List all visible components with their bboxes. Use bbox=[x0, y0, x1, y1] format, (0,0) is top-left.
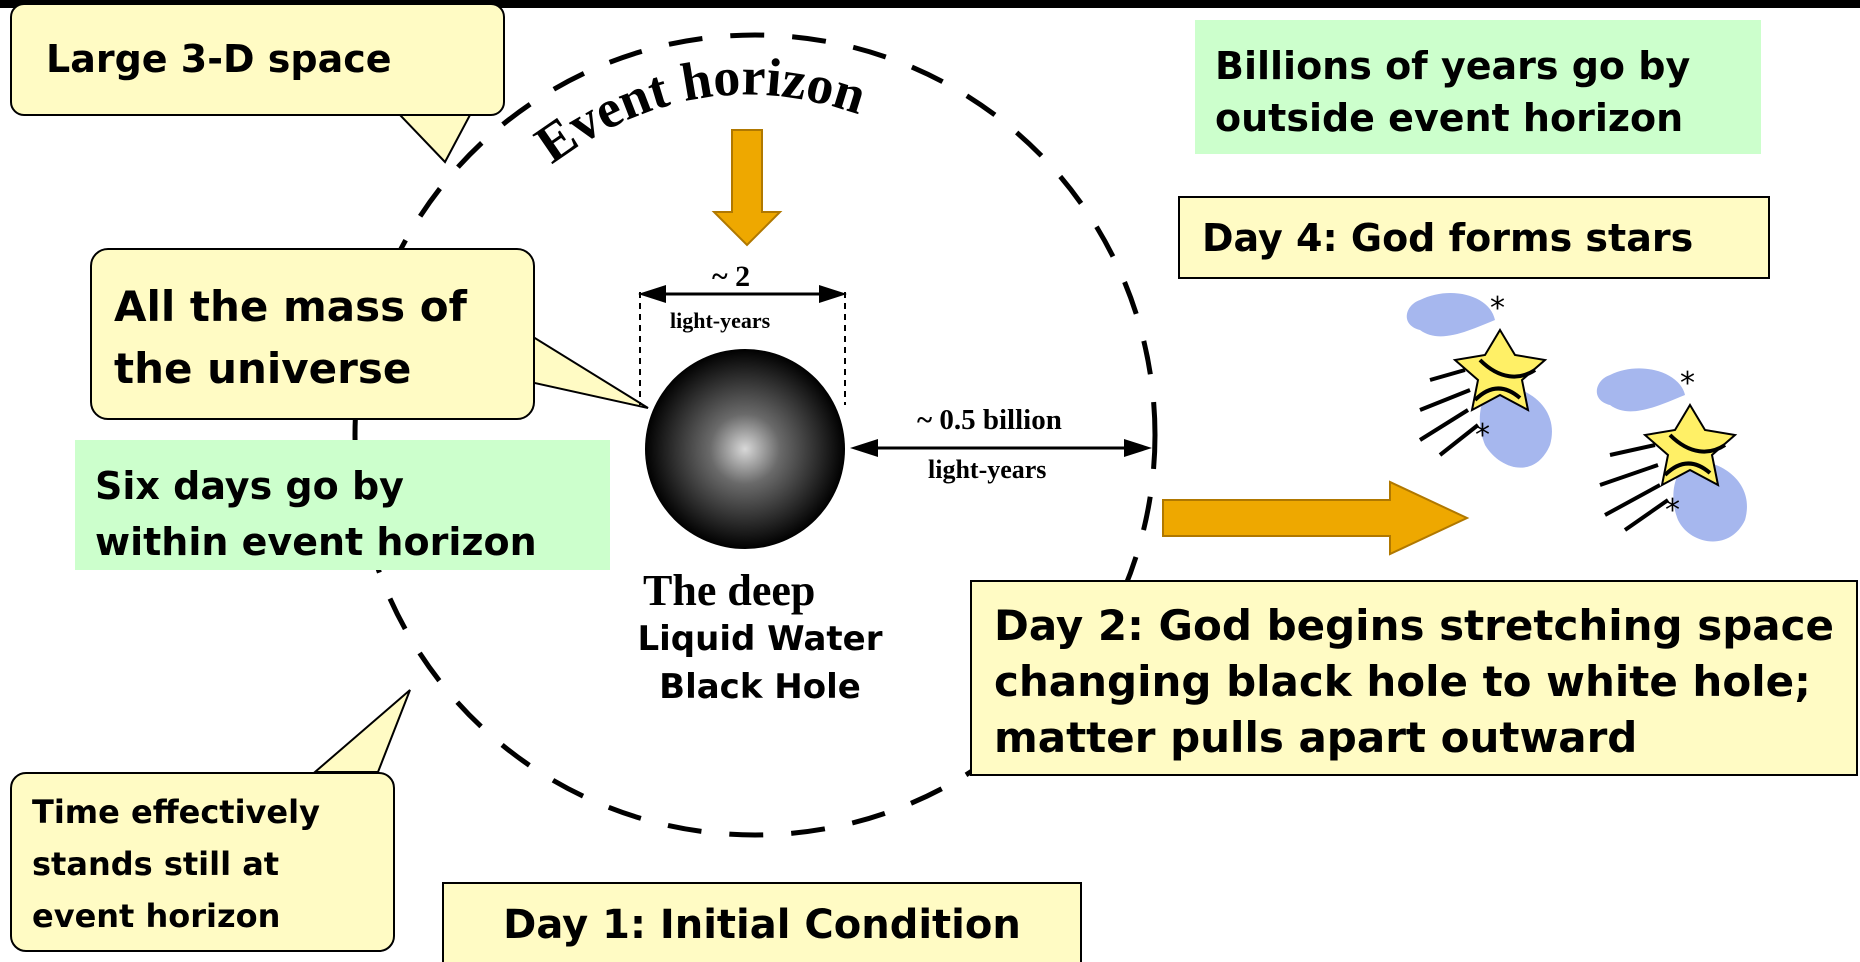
black-hole-label-line-2: Black Hole bbox=[659, 667, 861, 707]
mass-callout-line-1: All the mass of bbox=[114, 282, 467, 331]
diameter-value: ~ 2 bbox=[712, 260, 751, 293]
day2-box: Day 2: God begins stretching space chang… bbox=[970, 580, 1858, 776]
day2-box-line-1: Day 2: God begins stretching space bbox=[994, 601, 1835, 650]
svg-text:*: * bbox=[1475, 418, 1490, 453]
day2-box-line-3: matter pulls apart outward bbox=[994, 713, 1638, 762]
day4-box: Day 4: God forms stars bbox=[1178, 196, 1770, 279]
day2-box-line-2: changing black hole to white hole; bbox=[994, 657, 1811, 706]
time-callout: Time effectively stands still at event h… bbox=[10, 772, 395, 952]
time-callout-line-1: Time effectively bbox=[32, 793, 320, 831]
black-hole-sphere bbox=[645, 349, 845, 549]
billions-note-line-1: Billions of years go by bbox=[1215, 44, 1691, 88]
svg-text:*: * bbox=[1680, 366, 1695, 401]
star-clipart-1: * * bbox=[1406, 291, 1552, 468]
black-hole-label: Liquid Water Black Hole bbox=[620, 615, 900, 711]
billions-note-line-2: outside event horizon bbox=[1215, 96, 1684, 140]
day4-box-text: Day 4: God forms stars bbox=[1202, 216, 1694, 260]
radius-arrowhead-left bbox=[850, 439, 878, 457]
event-horizon-label-path: Event horizon bbox=[524, 46, 873, 174]
large-space-callout: Large 3-D space bbox=[10, 3, 505, 116]
event-horizon-label: Event horizon bbox=[524, 46, 873, 174]
mass-callout-line-2: the universe bbox=[114, 344, 412, 393]
event-horizon-circle bbox=[352, 32, 1158, 838]
down-arrow bbox=[711, 129, 783, 247]
right-arrow bbox=[1162, 480, 1470, 556]
large-space-callout-tail bbox=[397, 114, 472, 164]
diameter-unit: light-years bbox=[670, 308, 771, 333]
radius-unit: light-years bbox=[928, 455, 1047, 484]
diameter-arrowhead-left bbox=[638, 285, 666, 303]
day1-box-text: Day 1: Initial Condition bbox=[503, 902, 1021, 948]
mass-callout: All the mass of the universe bbox=[90, 248, 535, 420]
radius-value: ~ 0.5 billion bbox=[917, 404, 1062, 436]
six-days-note: Six days go by within event horizon bbox=[75, 440, 610, 570]
mass-callout-tail bbox=[529, 333, 649, 409]
svg-text:*: * bbox=[1490, 291, 1505, 326]
black-hole-label-line-1: Liquid Water bbox=[637, 619, 883, 659]
star-clipart-2: * * bbox=[1596, 366, 1747, 542]
large-space-callout-text: Large 3-D space bbox=[46, 37, 392, 81]
six-days-note-line-2: within event horizon bbox=[95, 520, 537, 564]
six-days-note-line-1: Six days go by bbox=[95, 464, 404, 508]
top-border bbox=[0, 0, 1860, 8]
time-callout-line-3: event horizon bbox=[32, 897, 281, 935]
time-callout-line-2: stands still at bbox=[32, 845, 280, 883]
time-callout-tail bbox=[312, 689, 411, 773]
day1-box: Day 1: Initial Condition bbox=[442, 882, 1082, 962]
the-deep-label: The deep bbox=[643, 566, 816, 615]
diameter-arrowhead-right bbox=[819, 285, 847, 303]
billions-note: Billions of years go by outside event ho… bbox=[1195, 20, 1761, 154]
svg-text:*: * bbox=[1665, 493, 1680, 528]
radius-arrowhead-right bbox=[1124, 439, 1152, 457]
